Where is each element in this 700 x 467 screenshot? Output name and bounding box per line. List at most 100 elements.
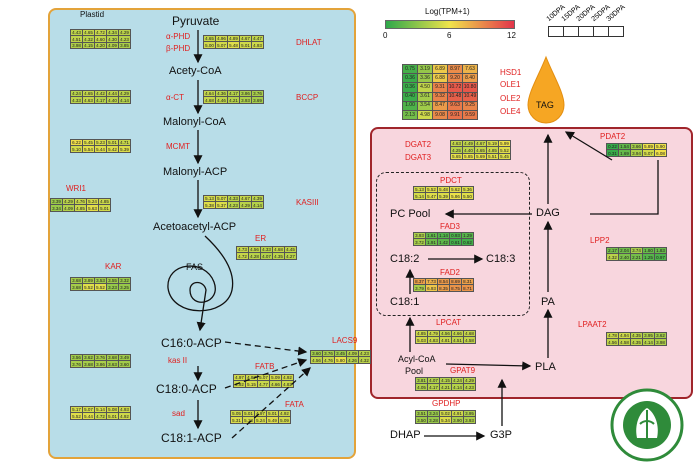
heatmap-cell: 3.25 (118, 283, 131, 291)
legend-mid: 6 (447, 31, 452, 40)
heatmap-cell: 4.92 (118, 412, 131, 420)
heatmap-cell: 3.60 (118, 360, 131, 368)
tag: TAG (536, 100, 554, 110)
enzyme-fad2: FAD2 (440, 268, 461, 277)
heatmap-cell: 6.08 (654, 149, 667, 157)
heatmap-cell: 9.59 (462, 109, 478, 121)
enzyme-gpat9: GPAT9 (450, 366, 476, 375)
enzyme-kasii: kas II (168, 356, 188, 365)
legend-min: 0 (383, 31, 388, 40)
enzyme-fad3: FAD3 (440, 222, 461, 231)
heatmap-cell: 3.32 (118, 276, 131, 285)
fas-spiral (167, 235, 234, 332)
arrow-dashed (224, 358, 308, 389)
acetyl-coa: Acety-CoA (169, 65, 222, 77)
heatmap-cell: 3.98 (654, 338, 667, 346)
enzyme-ole2: OLE2 (500, 94, 521, 103)
enzyme-dgat2: DGAT2 (405, 140, 432, 149)
heatmap-cell: 4.92 (281, 373, 294, 382)
enzyme-lacs9: LACS9 (332, 336, 358, 345)
stage-box (608, 26, 624, 37)
malonyl-acp: Malonyl-ACP (163, 166, 228, 178)
heatmap-cell: 4.23 (358, 349, 371, 358)
heatmap-cell: 3.49 (118, 353, 131, 362)
c18-acp: C18:0-ACP (156, 382, 217, 396)
heatmap-cell: 3.93 (463, 416, 476, 424)
enzyme-dhlat: DHLAT (296, 38, 322, 47)
enzyme-wri1: WRI1 (66, 184, 86, 193)
enzyme-lpp2: LPP2 (590, 236, 610, 245)
enzyme-kar: KAR (105, 262, 122, 271)
enzyme-lpcat: LPCAT (436, 318, 462, 327)
plastid-compartment (48, 8, 356, 459)
pc-pool: PC Pool (390, 208, 431, 220)
enzyme-ole1: OLE1 (500, 80, 521, 89)
g3p: G3P (490, 429, 513, 441)
c16-acp: C16:0-ACP (161, 336, 222, 350)
heatmap-cell: 0.62 (461, 238, 474, 246)
enzyme-a-ct: α-CT (166, 93, 184, 102)
enzyme-lpaat2: LPAAT2 (578, 320, 607, 329)
heatmap-cell: 4.29 (118, 89, 131, 98)
heatmap-cell: 5.39 (118, 145, 131, 153)
heatmap-cell: 5.09 (278, 416, 291, 424)
heatmap-cell: 4.32 (358, 356, 371, 364)
enzyme-er: ER (255, 234, 267, 243)
pla: PLA (535, 361, 556, 373)
tag-droplet (527, 55, 565, 124)
heatmap-cell: 4.58 (463, 336, 476, 344)
heatmap-cell: 8.71 (461, 284, 474, 292)
legend-gradient (385, 20, 515, 29)
pyruvate: Pyruvate (172, 14, 220, 28)
dhap: DHAP (390, 429, 421, 441)
malonyl-coa: Malonyl-CoA (163, 116, 226, 128)
droplet-shape (527, 55, 565, 124)
arrow-dashed (224, 341, 308, 356)
arrow (445, 361, 532, 371)
heatmap-cell: 3.76 (251, 89, 264, 98)
